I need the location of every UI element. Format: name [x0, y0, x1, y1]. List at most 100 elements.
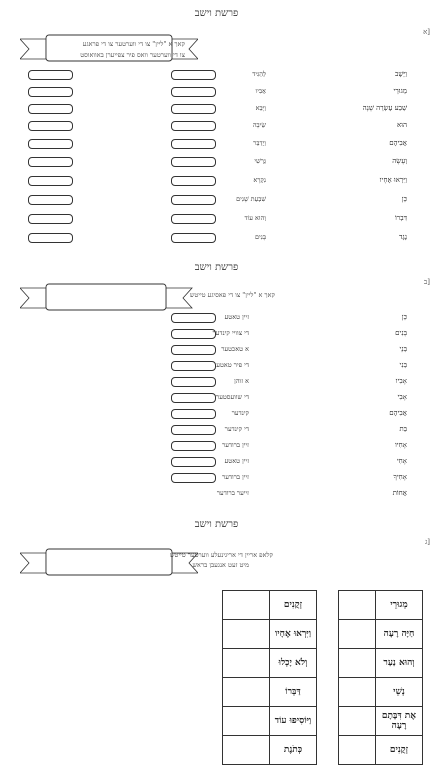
option-text: אָבִיו [255, 87, 266, 95]
ribbon-banner-icon [20, 548, 198, 578]
answer-box[interactable] [171, 377, 216, 387]
source-word: מְגוּרֵי [393, 87, 407, 95]
section-1-instruction-1: קאך א "ליין" צו די ווערטער צו די פראגע [82, 40, 185, 48]
option-text: זיין טאטע [224, 457, 249, 465]
answer-box-left[interactable] [28, 176, 73, 186]
option-text: לְהַגִּיד [252, 70, 266, 78]
blank-cell[interactable] [222, 619, 270, 649]
option-text: די פיר טאטע [216, 361, 249, 369]
grid-word: וְהוּא נַעַר [375, 648, 423, 678]
source-word: וַיֵּשֶׁב [395, 70, 407, 78]
answer-box-right[interactable] [171, 87, 216, 97]
blank-cell[interactable] [222, 706, 270, 736]
answer-box[interactable] [171, 393, 216, 403]
answer-box[interactable] [171, 473, 216, 483]
blank-cell[interactable] [338, 735, 376, 765]
grid-word: וַיּוֹסִיפוּ עוֹד [269, 706, 317, 736]
answer-box-right[interactable] [171, 104, 216, 114]
match-row: שִׁבְעַת שָׁנִים כֵּן [0, 195, 433, 207]
section-3-instruction-2: מיט זעט אנגעבן בראש [192, 561, 249, 569]
source-word: בָּנִים [395, 329, 407, 337]
answer-box[interactable] [171, 441, 216, 451]
answer-box-right[interactable] [171, 195, 216, 205]
option-text: בָּנִים [254, 233, 266, 241]
grid-row: דַּבְּרוֹ [222, 677, 317, 707]
blank-cell[interactable] [338, 648, 376, 678]
option-text: שֵׂיבָה [252, 121, 266, 129]
source-word: נֶגֶד [399, 233, 407, 241]
answer-box-left[interactable] [28, 195, 73, 205]
source-word: שְׁבַע עֶשְׂרֵה שָׁנָה [362, 104, 407, 112]
blank-cell[interactable] [338, 590, 376, 620]
source-word: אָחִיו [395, 441, 407, 449]
answer-box-left[interactable] [28, 214, 73, 224]
option-text: זיין ברודער [222, 441, 249, 449]
section-3-title: פרשת וישב [194, 519, 239, 530]
option-text: זיין טאטע [224, 313, 249, 321]
answer-box-left[interactable] [28, 104, 73, 114]
source-word: אֲחוֹת [392, 489, 407, 497]
answer-box[interactable] [171, 361, 216, 371]
option-text: זיין ברודער [222, 473, 249, 481]
section-2-instruction: קאך א "ליין" צו די פאסיגע טייטש [189, 291, 275, 299]
answer-box-left[interactable] [28, 157, 73, 167]
option-text: די שוועסטער [216, 393, 249, 401]
blank-cell[interactable] [222, 648, 270, 678]
word-grid-left: זְקֻנִים וַיִּרְאוּ אֶחָיו וְלֹא יָכְלוּ… [222, 590, 317, 765]
match-row: וַיָּבֵא שְׁבַע עֶשְׂרֵה שָׁנָה [0, 104, 433, 116]
answer-box-right[interactable] [171, 176, 216, 186]
answer-box-right[interactable] [171, 121, 216, 131]
match-row: א זוהן אָבִיו [0, 377, 433, 389]
grid-row: חַיָּה רָעָה [338, 619, 423, 649]
source-word: אֲבִיהֶם [389, 409, 407, 417]
blank-cell[interactable] [222, 677, 270, 707]
answer-box-left[interactable] [28, 70, 73, 80]
grid-row: וְהוּא נַעַר [338, 648, 423, 678]
section-1-title: פרשת וישב [194, 8, 239, 19]
answer-box-right[interactable] [171, 214, 216, 224]
match-row: לְהַגִּיד וַיֵּשֶׁב [0, 70, 433, 82]
match-row: וַיְדַבֵּר אֲבִיהֶם [0, 139, 433, 151]
answer-box[interactable] [171, 313, 216, 323]
answer-box[interactable] [171, 329, 216, 339]
answer-box-left[interactable] [28, 139, 73, 149]
option-text: די צוויי קינדער [212, 329, 249, 337]
blank-cell[interactable] [222, 590, 270, 620]
source-word: אָחִיךָ [393, 473, 407, 481]
blank-cell[interactable] [222, 735, 270, 765]
match-row: זייער ברודער אֲחוֹת [0, 489, 433, 501]
section-1-instruction-2: צו די ווערטער וואס פיר צפייערן באוואוסט [80, 51, 185, 59]
match-row: די קינדער בַּת [0, 425, 433, 437]
option-text: שִׁבְעַת שָׁנִים [236, 195, 266, 203]
grid-row: וַיִּרְאוּ אֶחָיו [222, 619, 317, 649]
grid-word: מְגוּרֵי [375, 590, 423, 620]
blank-cell[interactable] [338, 706, 376, 736]
section-2-number: ב] [423, 278, 430, 286]
match-row: וְהוּא עוֹד דִּבְרוֹ [0, 214, 433, 226]
answer-box-left[interactable] [28, 233, 73, 243]
ribbon-banner-icon [20, 34, 198, 64]
answer-box-right[interactable] [171, 233, 216, 243]
answer-box[interactable] [171, 345, 216, 355]
ribbon-banner-icon [20, 283, 198, 313]
source-word: אָבִי [397, 393, 407, 401]
answer-box[interactable] [171, 457, 216, 467]
answer-box-right[interactable] [171, 139, 216, 149]
answer-box-left[interactable] [28, 121, 73, 131]
answer-box-right[interactable] [171, 70, 216, 80]
word-grid-right: מְגוּרֵי חַיָּה רָעָה וְהוּא נַעַר נְשֵׁ… [338, 590, 423, 765]
option-text: קינדער [231, 409, 249, 417]
answer-box-left[interactable] [28, 87, 73, 97]
source-word: בְּנִי [399, 361, 408, 369]
blank-cell[interactable] [338, 677, 376, 707]
answer-box-right[interactable] [171, 157, 216, 167]
grid-word: זְקֻנִים [375, 735, 423, 765]
match-row: גֵּרְשִׁי וְעָשָׂה [0, 157, 433, 169]
grid-word: דַּבְּרוֹ [269, 677, 317, 707]
answer-box[interactable] [171, 409, 216, 419]
source-word: כֵּן [401, 313, 407, 321]
match-row: זיין ברודער אָחִיךָ [0, 473, 433, 485]
blank-cell[interactable] [338, 619, 376, 649]
answer-box[interactable] [171, 425, 216, 435]
match-row: זיין טאטע כֵּן [0, 313, 433, 325]
